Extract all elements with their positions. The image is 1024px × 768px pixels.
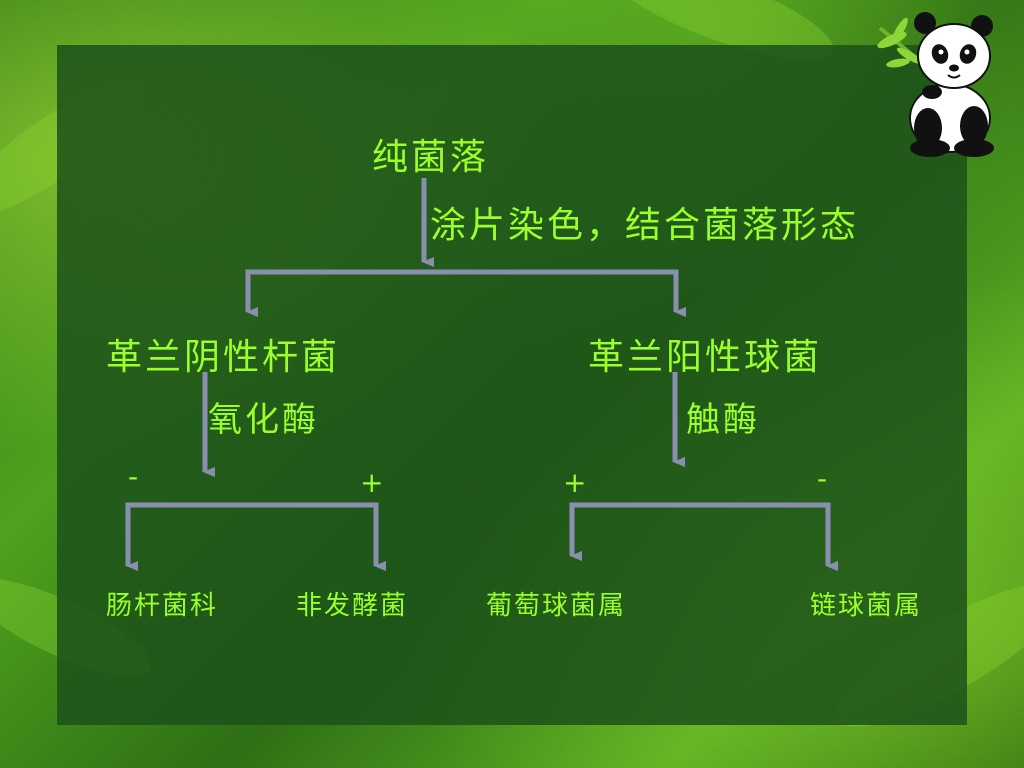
branch-root bbox=[245, 269, 679, 300]
root-node: 纯菌落 bbox=[372, 137, 490, 178]
staphylococcus-node: 葡萄球菌属 bbox=[486, 591, 627, 621]
oxidase-test: 氧化酶 bbox=[208, 400, 319, 440]
streptococcus-node: 链球菌属 bbox=[810, 591, 923, 621]
left-negative-sign: - bbox=[128, 460, 139, 493]
branch-left bbox=[125, 502, 379, 560]
catalase-test: 触酶 bbox=[686, 400, 760, 440]
root-note: 涂片染色，结合菌落形态 bbox=[430, 205, 860, 246]
left-positive-sign: + bbox=[360, 466, 384, 499]
branch-right bbox=[569, 502, 831, 560]
enterobacteriaceae-node: 肠杆菌科 bbox=[106, 591, 219, 621]
right-positive-sign: + bbox=[563, 466, 587, 499]
gram-negative-node: 革兰阴性杆菌 bbox=[106, 337, 341, 378]
gram-positive-node: 革兰阳性球菌 bbox=[588, 337, 823, 378]
panda-with-bamboo-icon bbox=[877, 12, 994, 157]
nonfermenter-node: 非发酵菌 bbox=[296, 591, 409, 621]
content-panel bbox=[57, 45, 967, 725]
right-negative-sign: - bbox=[817, 462, 828, 495]
